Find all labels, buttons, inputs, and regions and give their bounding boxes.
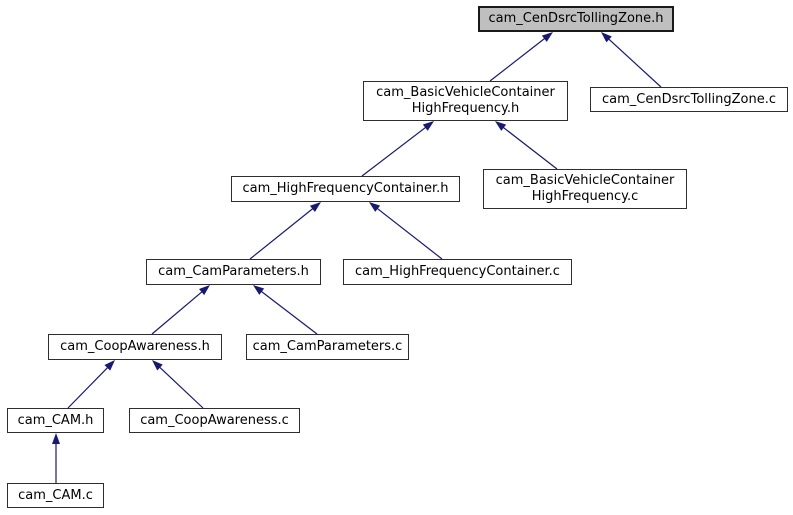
arrowhead-icon xyxy=(104,360,115,371)
graph-edge-cam_HighFrequencyContainer.h-includes-cam_BasicVehicleContainerHighFrequency.h xyxy=(361,121,434,177)
graph-node-cam_HighFrequencyContainer.h[interactable]: cam_HighFrequencyContainer.h xyxy=(231,176,460,202)
arrowhead-icon xyxy=(369,202,381,212)
graph-node-label: cam_CoopAwareness.c xyxy=(140,412,289,428)
arrowhead-icon xyxy=(495,121,507,131)
graph-edge-cam_CoopAwareness.h-includes-cam_CamParameters.h xyxy=(151,285,210,335)
graph-node-label: cam_CamParameters.h xyxy=(158,264,309,279)
graph-node-label: cam_HighFrequencyContainer.h xyxy=(242,181,449,196)
graph-node-cam_CamParameters.c[interactable]: cam_CamParameters.c xyxy=(246,334,409,360)
graph-edge-cam_CenDsrcTollingZone.c-includes-cam_CenDsrcTollingZone.h xyxy=(601,32,662,88)
graph-edge-cam_BasicVehicleContainerHighFrequency.c-includes-cam_BasicVehicleContainerHighFrequency.h xyxy=(495,121,558,170)
graph-node-cam_CAM.h[interactable]: cam_CAM.h xyxy=(7,408,104,433)
graph-node-cam_CoopAwareness.c[interactable]: cam_CoopAwareness.c xyxy=(129,408,300,433)
arrowhead-icon xyxy=(253,285,265,295)
graph-node-label: HighFrequency.h xyxy=(411,101,520,116)
arrowhead-icon xyxy=(199,285,210,296)
graph-node-label: cam_BasicVehicleContainer xyxy=(376,85,555,100)
graph-node-label: cam_BasicVehicleContainer xyxy=(495,173,675,188)
arrowhead-icon xyxy=(541,32,553,42)
graph-edge-cam_BasicVehicleContainerHighFrequency.h-includes-cam_CenDsrcTollingZone.h xyxy=(489,32,553,82)
graph-node-cam_CenDsrcTollingZone.h[interactable]: cam_CenDsrcTollingZone.h xyxy=(478,6,674,32)
arrowhead-icon xyxy=(601,32,612,43)
graph-node-label: HighFrequency.c xyxy=(531,189,639,204)
arrowhead-icon xyxy=(152,360,163,371)
graph-edge-cam_HighFrequencyContainer.c-includes-cam_HighFrequencyContainer.h xyxy=(369,202,443,260)
arrowhead-icon xyxy=(52,433,60,444)
graph-node-cam_HighFrequencyContainer.c[interactable]: cam_HighFrequencyContainer.c xyxy=(343,259,572,285)
graph-edge-cam_CAM.c-includes-cam_CAM.h xyxy=(52,433,60,483)
graph-node-label: cam_CAM.c xyxy=(18,487,93,503)
graph-node-cam_CoopAwareness.h[interactable]: cam_CoopAwareness.h xyxy=(48,334,222,360)
graph-node-label: cam_HighFrequencyContainer.c xyxy=(355,264,560,279)
graph-node-label: cam_CenDsrcTollingZone.h xyxy=(488,11,664,26)
arrowhead-icon xyxy=(422,121,434,131)
arrowhead-icon xyxy=(309,202,321,213)
graph-node-label: cam_CoopAwareness.h xyxy=(60,339,210,354)
graph-edge-cam_CamParameters.h-includes-cam_HighFrequencyContainer.h xyxy=(249,202,321,260)
graph-edge-cam_CoopAwareness.c-includes-cam_CoopAwareness.h xyxy=(152,360,204,409)
graph-node-cam_CamParameters.h[interactable]: cam_CamParameters.h xyxy=(146,259,321,285)
graph-node-cam_CenDsrcTollingZone.c[interactable]: cam_CenDsrcTollingZone.c xyxy=(590,87,788,112)
graph-node-cam_CAM.c[interactable]: cam_CAM.c xyxy=(7,483,104,508)
graph-node-label: cam_CamParameters.c xyxy=(252,339,403,354)
graph-node-label: cam_CenDsrcTollingZone.c xyxy=(602,91,776,107)
graph-edge-cam_CAM.h-includes-cam_CoopAwareness.h xyxy=(67,360,115,409)
graph-node-label: cam_CAM.h xyxy=(17,412,94,428)
graph-edge-cam_CamParameters.c-includes-cam_CamParameters.h xyxy=(253,285,318,335)
